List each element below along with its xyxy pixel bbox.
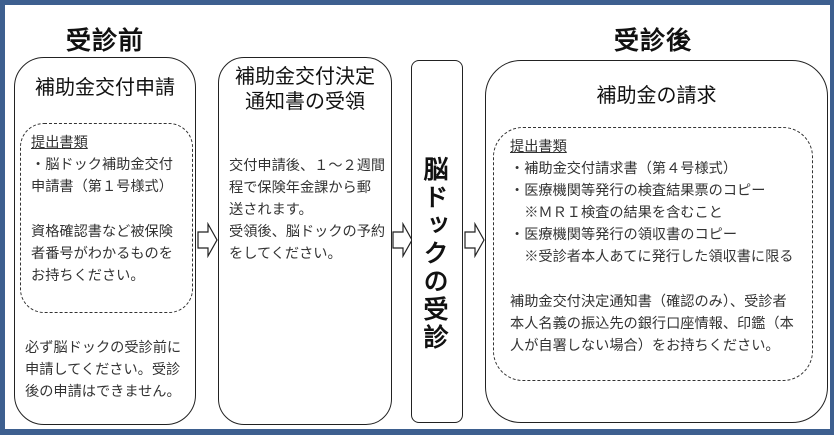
step-box-notice-receipt: 補助金交付決定 通知書の受領 交付申請後、１～２週間 程で保険年金課から郵 送さ… (218, 57, 392, 425)
document-note: 資格確認書など被保険 (31, 224, 173, 240)
step-body-text: 送されます。 (229, 202, 313, 218)
step-body-text: 程で保険年金課から郵 (229, 180, 371, 196)
step-title: 通知書の受領 (245, 89, 365, 113)
documents-heading: 提出書類 (510, 139, 567, 155)
document-item: 申請書（第１号様式） (31, 179, 173, 195)
document-note: 補助金交付決定通知書（確認のみ）、受診者 (510, 294, 787, 310)
warning-text: 申請してください。受診 (25, 362, 181, 378)
document-item-note: ※受診者本人あてに発行した領収書に限る (510, 249, 794, 265)
step-box-application: 補助金交付申請 提出書類 ・脳ドック補助金交付 申請書（第１号様式） 資格確認書… (14, 57, 196, 425)
document-note: お持ちください。 (31, 268, 145, 284)
documents-box: 提出書類 ・補助金交付請求書（第４号様式） ・医療機関等発行の検査結果票のコピー… (493, 127, 813, 381)
step-body-text: をしてください。 (229, 246, 342, 262)
phase-label-before: 受診前 (66, 26, 145, 55)
step-title: 補助金交付決定 (235, 64, 375, 88)
step-body-text: 受領後、脳ドックの予約 (229, 224, 386, 240)
step-title: 補助金の請求 (596, 83, 717, 107)
document-item: ・補助金交付請求書（第４号様式） (510, 161, 738, 177)
right-arrow-icon (464, 222, 485, 258)
step-title-vertical: 脳ドックの受診 (420, 156, 449, 352)
document-note: 本人名義の振込先の銀行口座情報、印鑑（本 (510, 316, 794, 332)
document-item: ・脳ドック補助金交付 (31, 157, 173, 173)
warning-text: 後の申請はできません。 (25, 384, 181, 400)
right-arrow-icon (392, 222, 413, 258)
document-item: ・医療機関等発行の領収書のコピー (510, 227, 738, 243)
document-item-note: ※ＭＲＩ検査の結果を含むこと (510, 205, 723, 221)
warning-text: 必ず脳ドックの受診前に (25, 340, 182, 356)
documents-box: 提出書類 ・脳ドック補助金交付 申請書（第１号様式） 資格確認書など被保険 者番… (20, 123, 193, 313)
step-box-subsidy-claim: 補助金の請求 提出書類 ・補助金交付請求書（第４号様式） ・医療機関等発行の検査… (485, 60, 828, 423)
step-body-text: 交付申請後、１～２週間 (229, 158, 386, 174)
right-arrow-icon (197, 222, 218, 258)
document-note: 者番号がわかるものを (31, 246, 173, 262)
document-note: 人が自署しない場合）をお持ちください。 (510, 338, 780, 354)
documents-heading: 提出書類 (31, 135, 88, 151)
step-title: 補助金交付申請 (35, 75, 175, 99)
step-box-brain-dock-exam: 脳ドックの受診 (411, 60, 463, 423)
document-item: ・医療機関等発行の検査結果票のコピー (510, 183, 766, 199)
phase-label-after: 受診後 (614, 26, 693, 55)
